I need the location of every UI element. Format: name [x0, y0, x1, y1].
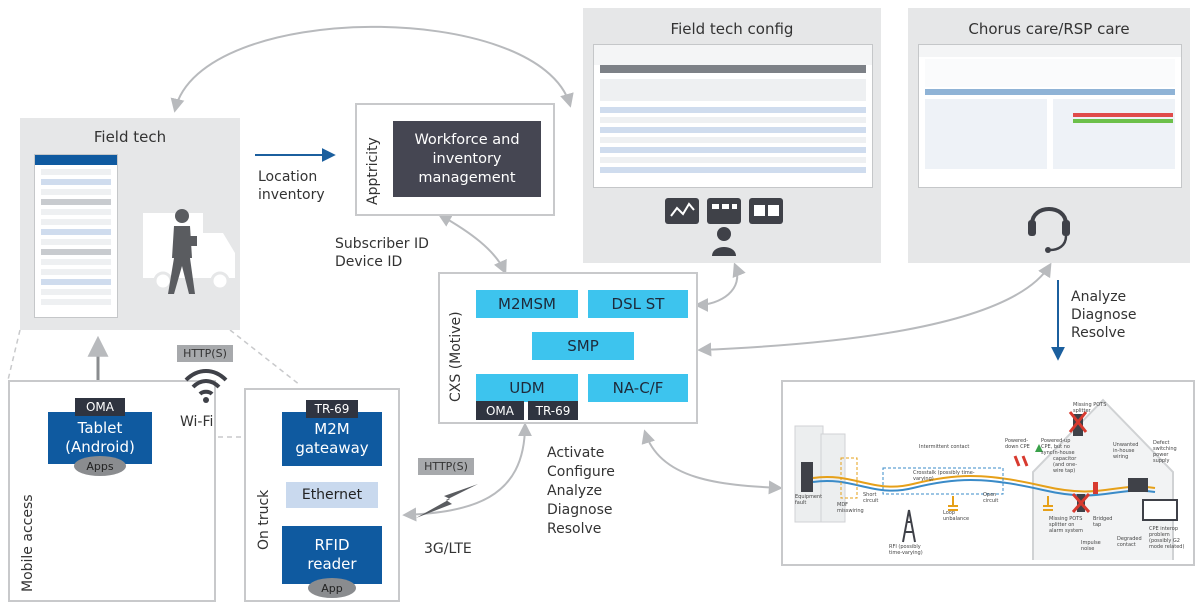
label-intermittent: Intermittent contact [919, 444, 970, 450]
label-bridged: Bridged tap [1093, 516, 1113, 528]
label-missing-alarm: Missing POTS splitter on alarm system [1049, 516, 1084, 534]
arc-cxs-truck [402, 422, 532, 522]
nacf-module: NA-C/F [588, 374, 688, 402]
app-pill: App [308, 578, 356, 598]
tablet-screenshot [34, 154, 118, 318]
oma-tag-tablet: OMA [75, 398, 125, 416]
label-rfi: RFI (possibly time-varying) [889, 544, 923, 556]
arc-config-cxs [694, 262, 746, 312]
label-equipment: Equipment fault [795, 494, 823, 506]
field-tech-title: Field tech [93, 128, 167, 146]
label-cpe-interop: CPE interop problem (possibly G2 mode re… [1149, 526, 1185, 550]
lightning-icon [416, 484, 478, 518]
lte-label: 3G/LTE [424, 541, 472, 557]
tr69-tag-cxs: TR-69 [528, 401, 578, 420]
mobile-access-box: Mobile access Tablet(Android) OMA Apps [8, 380, 216, 602]
headset-icon [1028, 207, 1070, 253]
http-wifi-tag: HTTP(S) [177, 345, 233, 362]
technician-icon [168, 209, 197, 294]
dashboard-icons [665, 198, 783, 256]
label-degraded: Degraded contact [1117, 536, 1142, 548]
dslst-module: DSL ST [588, 290, 688, 318]
label-open: Open circuit [983, 492, 999, 504]
label-defect-psu: Defect switching power supply [1153, 440, 1177, 464]
label-mdf: MDF misswiring [837, 502, 864, 514]
label-loop-unbal: Loop unbalance [943, 510, 970, 522]
wifi-label: Wi-Fi [180, 414, 214, 430]
field-tech-config-panel: Field tech config [583, 8, 881, 263]
apps-pill: Apps [74, 456, 126, 476]
home-network-box: Intermittent contact Powered-down CPE Po… [781, 380, 1195, 566]
tr69-tag-truck: TR-69 [306, 400, 358, 418]
arc-care-cxs [697, 262, 1052, 357]
ethernet-box: Ethernet [286, 482, 378, 508]
arc-apptricity-cxs [437, 213, 507, 275]
home-network-diagram [794, 398, 1178, 560]
mobile-access-label: Mobile access [20, 494, 36, 592]
label-missing-pots: Missing POTS splitter [1073, 402, 1107, 414]
oma-tag-cxs: OMA [476, 401, 524, 420]
label-powered-up: Powered-up CPE, but no sync [1041, 438, 1071, 456]
tablet-device: Tablet(Android) [48, 412, 152, 464]
wifi-icon [184, 369, 228, 403]
m2msm-module: M2MSM [476, 290, 578, 318]
label-short: Short circuit [863, 492, 879, 504]
on-truck-label: On truck [256, 489, 272, 550]
field-tech-config-title: Field tech config [670, 20, 794, 38]
field-tech-panel: Field tech [20, 118, 240, 330]
label-unwanted: Unwanted in-house wiring [1113, 442, 1139, 460]
udm-module: UDM [476, 374, 578, 402]
label-powered-down: Powered-down CPE [1005, 438, 1030, 450]
workforce-box: Workforce and inventory management [393, 121, 541, 197]
cxs-label: CXS (Motive) [448, 311, 464, 402]
label-in-house-cap: In-house capacitor (and one-wire tap) [1053, 450, 1078, 474]
label-impulse: Impulse noise [1081, 540, 1101, 552]
care-panel: Chorus care/RSP care [908, 8, 1190, 263]
apptricity-box: Apptricity Workforce and inventory manag… [355, 103, 555, 216]
arc-fieldtech-cxs [170, 25, 574, 113]
arc-cxs-home [641, 429, 783, 495]
care-screenshot [918, 44, 1182, 188]
config-screenshot [593, 44, 873, 188]
http-lte-tag: HTTP(S) [418, 458, 474, 475]
cxs-box: CXS (Motive) M2MSM DSL ST SMP UDM NA-C/F… [438, 272, 698, 424]
care-title: Chorus care/RSP care [968, 20, 1130, 38]
smp-module: SMP [532, 332, 634, 360]
apptricity-label: Apptricity [365, 137, 381, 205]
label-crosstalk: Crosstalk (possibly time-varying) [913, 470, 975, 482]
